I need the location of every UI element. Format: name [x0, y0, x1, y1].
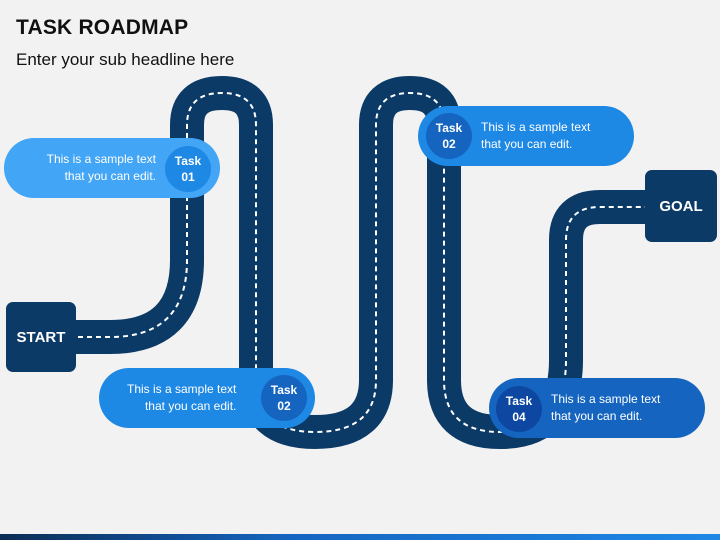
page-subtitle: Enter your sub headline here: [16, 50, 235, 69]
task-4-badge: Task 04: [496, 386, 542, 432]
road-center-line: [60, 91, 655, 434]
task-4-text-line2: that you can edit.: [551, 409, 643, 423]
task-2-label: Task: [270, 383, 298, 397]
page-title: TASK ROADMAP: [16, 16, 189, 39]
start-label: START: [16, 328, 66, 346]
task-4-text-line1: This is a sample text: [551, 392, 661, 406]
task-3-text-line2: that you can edit.: [481, 137, 573, 151]
task-3-badge: Task 02: [426, 113, 472, 159]
task-1-text-line2: that you can edit.: [64, 169, 156, 183]
task-1-text-line1: This is a sample text: [46, 152, 156, 166]
task-2-text-line1: This is a sample text: [127, 382, 237, 396]
task-2-number: 02: [277, 399, 291, 413]
task-4-number: 04: [512, 410, 526, 424]
task-1-number: 01: [181, 170, 195, 184]
task-4-label: Task: [505, 394, 533, 408]
goal-label: GOAL: [659, 197, 703, 215]
task-1-badge: Task 01: [165, 146, 211, 192]
task-2-badge: Task 02: [261, 375, 307, 421]
task-3-label: Task: [435, 121, 463, 135]
task-1-label: Task: [174, 154, 202, 168]
task-3-number: 02: [442, 137, 456, 151]
task-2-text-line2: that you can edit.: [144, 399, 237, 413]
start-box: START: [6, 302, 76, 372]
goal-box: GOAL: [645, 170, 717, 242]
task-3-text-line1: This is a sample text: [481, 120, 591, 134]
bottom-accent-bar: [0, 534, 720, 540]
